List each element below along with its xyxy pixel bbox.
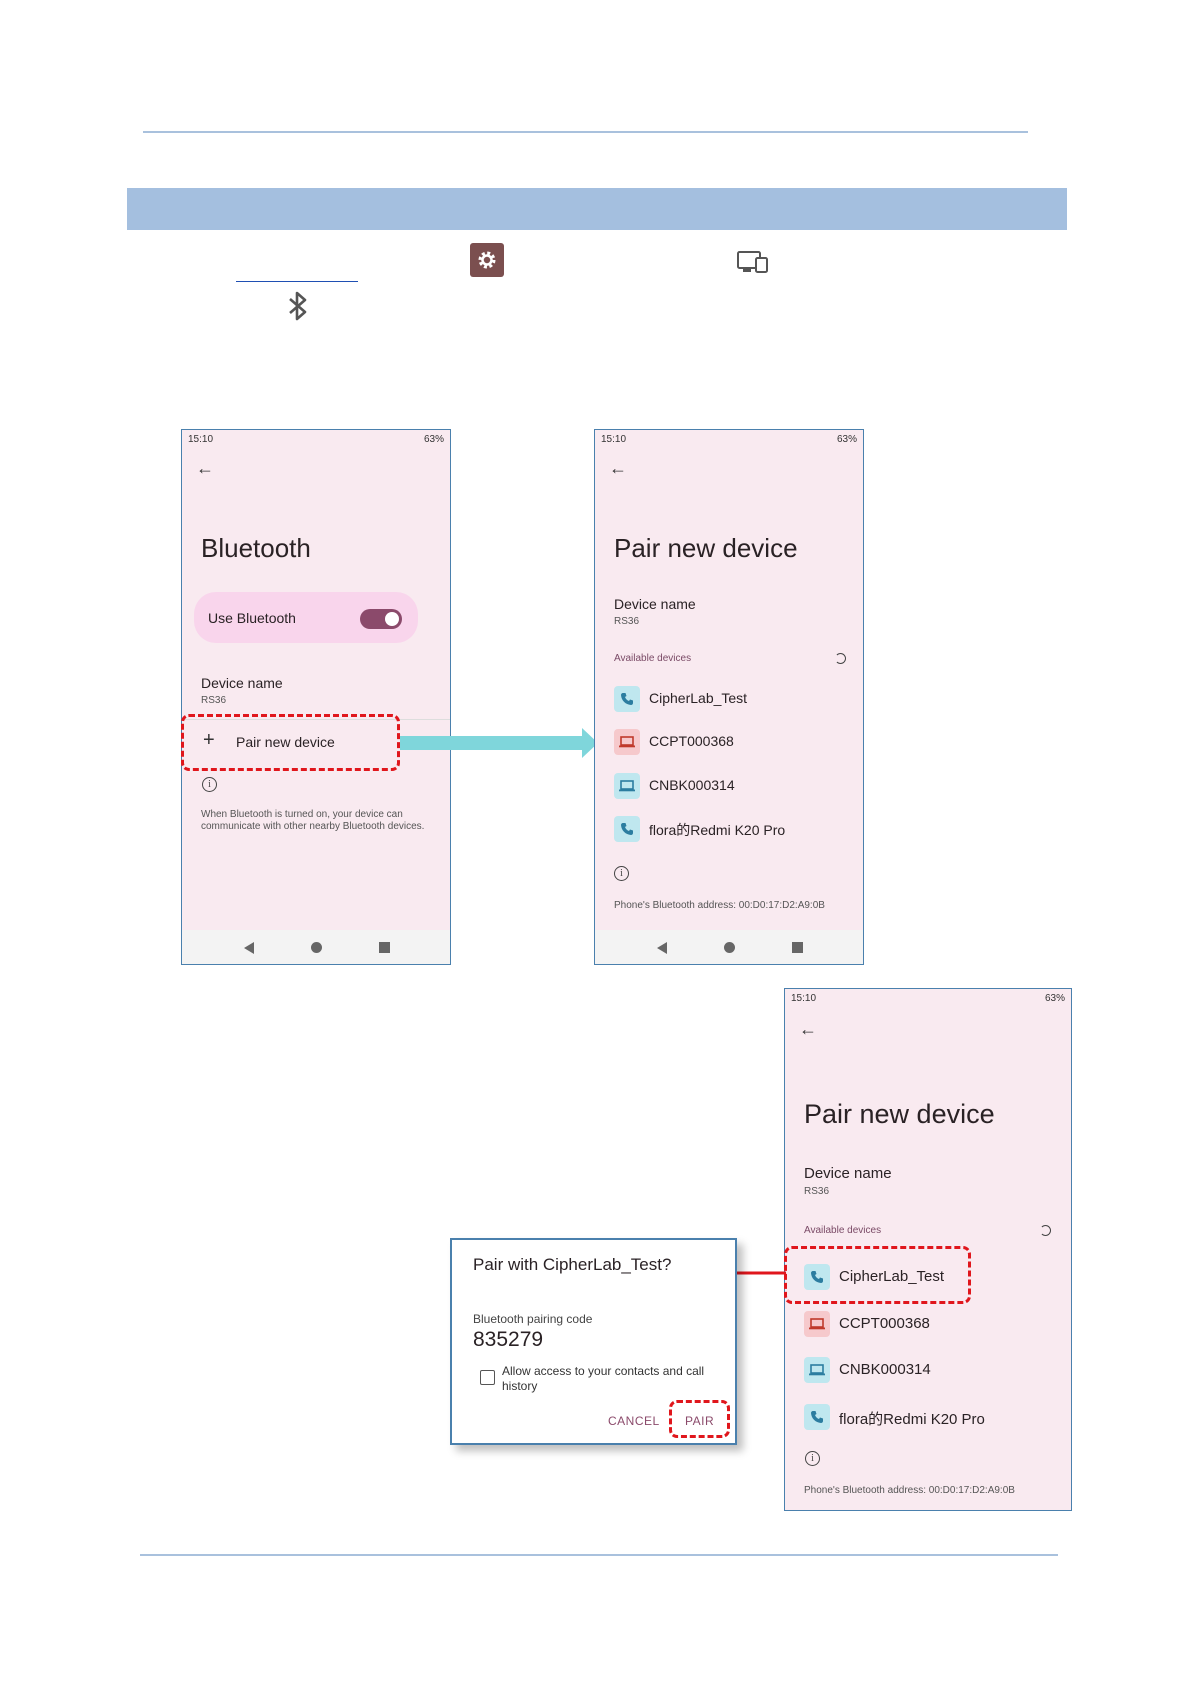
device-name: CCPT000368 bbox=[649, 733, 734, 749]
device-name: CNBK000314 bbox=[649, 777, 735, 793]
bluetooth-address: Phone's Bluetooth address: 00:D0:17:D2:A… bbox=[614, 900, 825, 911]
back-arrow-icon[interactable]: ← bbox=[196, 458, 214, 478]
allow-access-line-2: history bbox=[502, 1379, 538, 1393]
status-bar: 15:10 63% bbox=[188, 434, 444, 448]
device-item-cnbk[interactable]: CNBK000314 bbox=[804, 1357, 1044, 1385]
dialog-title: Pair with CipherLab_Test? bbox=[473, 1255, 672, 1274]
phone-pair-new-device-screen: 15:10 63% ← Pair new device Device name … bbox=[594, 429, 864, 965]
info-text-line-1: When Bluetooth is turned on, your device… bbox=[201, 809, 403, 820]
info-icon: i bbox=[614, 866, 629, 881]
nav-recents-icon[interactable] bbox=[792, 942, 803, 953]
device-name-label[interactable]: Device name bbox=[201, 675, 283, 691]
nav-back-icon[interactable] bbox=[244, 942, 254, 954]
device-item-ccpt[interactable]: CCPT000368 bbox=[614, 729, 844, 757]
pair-button[interactable]: PAIR bbox=[685, 1414, 715, 1428]
phone-icon bbox=[804, 1264, 830, 1290]
device-name: CCPT000368 bbox=[839, 1315, 930, 1332]
top-rule bbox=[143, 131, 1028, 133]
loading-spinner-icon bbox=[835, 653, 846, 664]
device-name: CipherLab_Test bbox=[649, 690, 748, 706]
available-devices-header: Available devices bbox=[614, 653, 692, 664]
phone-bluetooth-screen: 15:10 63% ← Bluetooth Use Bluetooth Devi… bbox=[181, 429, 451, 965]
phone-icon bbox=[804, 1404, 830, 1430]
device-item-cipherlab[interactable]: CipherLab_Test bbox=[614, 686, 844, 714]
computer-icon bbox=[614, 729, 640, 755]
status-time: 15:10 bbox=[601, 434, 627, 445]
device-item-redmi[interactable]: flora的Redmi K20 Pro bbox=[614, 816, 844, 844]
nav-recents-icon[interactable] bbox=[379, 942, 390, 953]
info-text-line-2: communicate with other nearby Bluetooth … bbox=[201, 821, 425, 832]
device-name: flora的Redmi K20 Pro bbox=[839, 1411, 985, 1428]
navigation-bar bbox=[595, 930, 863, 964]
bluetooth-address: Phone's Bluetooth address: 00:D0:17:D2:A… bbox=[804, 1485, 1015, 1496]
highlight-pair-button bbox=[669, 1400, 730, 1438]
phone-icon bbox=[614, 816, 640, 842]
device-item-ccpt[interactable]: CCPT000368 bbox=[804, 1311, 1044, 1339]
status-bar: 15:10 63% bbox=[791, 993, 1065, 1007]
section-header-bar bbox=[127, 188, 1067, 230]
device-item-cnbk[interactable]: CNBK000314 bbox=[614, 773, 844, 801]
device-name-label[interactable]: Device name bbox=[614, 596, 696, 612]
allow-access-checkbox[interactable] bbox=[480, 1370, 495, 1385]
status-battery: 63% bbox=[836, 434, 857, 445]
phone-pair-new-device-screen-2: 15:10 63% ← Pair new device Device name … bbox=[784, 988, 1072, 1511]
settings-gear-icon bbox=[470, 243, 504, 277]
device-name: CNBK000314 bbox=[839, 1361, 931, 1378]
phone-icon bbox=[614, 686, 640, 712]
nav-back-icon[interactable] bbox=[657, 942, 667, 954]
status-time: 15:10 bbox=[791, 993, 817, 1004]
status-battery: 63% bbox=[423, 434, 444, 445]
laptop-icon bbox=[614, 773, 640, 799]
pair-new-device-item[interactable]: Pair new device bbox=[236, 734, 335, 750]
connected-devices-icon bbox=[737, 250, 769, 279]
available-devices-header: Available devices bbox=[804, 1225, 882, 1236]
bluetooth-icon bbox=[287, 291, 309, 326]
nav-home-icon[interactable] bbox=[311, 942, 322, 953]
bluetooth-toggle[interactable] bbox=[360, 609, 402, 629]
toggle-knob bbox=[385, 612, 399, 626]
highlight-cipherlab-device bbox=[784, 1246, 971, 1304]
plus-icon: + bbox=[203, 729, 215, 751]
use-bluetooth-label: Use Bluetooth bbox=[208, 610, 296, 626]
info-icon: i bbox=[805, 1451, 820, 1466]
device-name: flora的Redmi K20 Pro bbox=[649, 822, 786, 838]
use-bluetooth-card[interactable]: Use Bluetooth bbox=[194, 592, 418, 643]
link-underline bbox=[236, 281, 358, 282]
allow-access-line-1: Allow access to your contacts and call bbox=[502, 1364, 705, 1378]
laptop-icon bbox=[804, 1357, 830, 1383]
computer-icon bbox=[804, 1311, 830, 1337]
status-bar: 15:10 63% bbox=[601, 434, 857, 448]
page-title: Pair new device bbox=[804, 1099, 995, 1129]
device-name: CipherLab_Test bbox=[839, 1268, 945, 1285]
pairing-dialog: Pair with CipherLab_Test? Bluetooth pair… bbox=[450, 1238, 737, 1445]
loading-spinner-icon bbox=[1040, 1225, 1051, 1236]
info-icon: i bbox=[202, 777, 217, 792]
back-arrow-icon[interactable]: ← bbox=[609, 458, 627, 478]
device-name-value: RS36 bbox=[201, 695, 227, 706]
device-name-value: RS36 bbox=[614, 616, 640, 627]
pairing-code-label: Bluetooth pairing code bbox=[473, 1312, 593, 1326]
device-item-redmi[interactable]: flora的Redmi K20 Pro bbox=[804, 1404, 1044, 1432]
flow-arrow-right bbox=[400, 728, 600, 763]
device-name-value: RS36 bbox=[804, 1186, 830, 1197]
divider bbox=[182, 719, 450, 720]
device-name-label[interactable]: Device name bbox=[804, 1165, 892, 1182]
pairing-code: 835279 bbox=[473, 1328, 544, 1351]
page-title: Pair new device bbox=[614, 533, 798, 563]
cancel-button[interactable]: CANCEL bbox=[608, 1414, 660, 1428]
bottom-rule bbox=[140, 1554, 1058, 1556]
device-item-cipherlab[interactable]: CipherLab_Test bbox=[804, 1264, 1044, 1292]
status-battery: 63% bbox=[1044, 993, 1065, 1004]
highlight-pair-new-device bbox=[181, 714, 400, 771]
page-title: Bluetooth bbox=[201, 533, 311, 563]
navigation-bar bbox=[182, 930, 450, 964]
status-time: 15:10 bbox=[188, 434, 214, 445]
back-arrow-icon[interactable]: ← bbox=[799, 1019, 817, 1039]
nav-home-icon[interactable] bbox=[724, 942, 735, 953]
